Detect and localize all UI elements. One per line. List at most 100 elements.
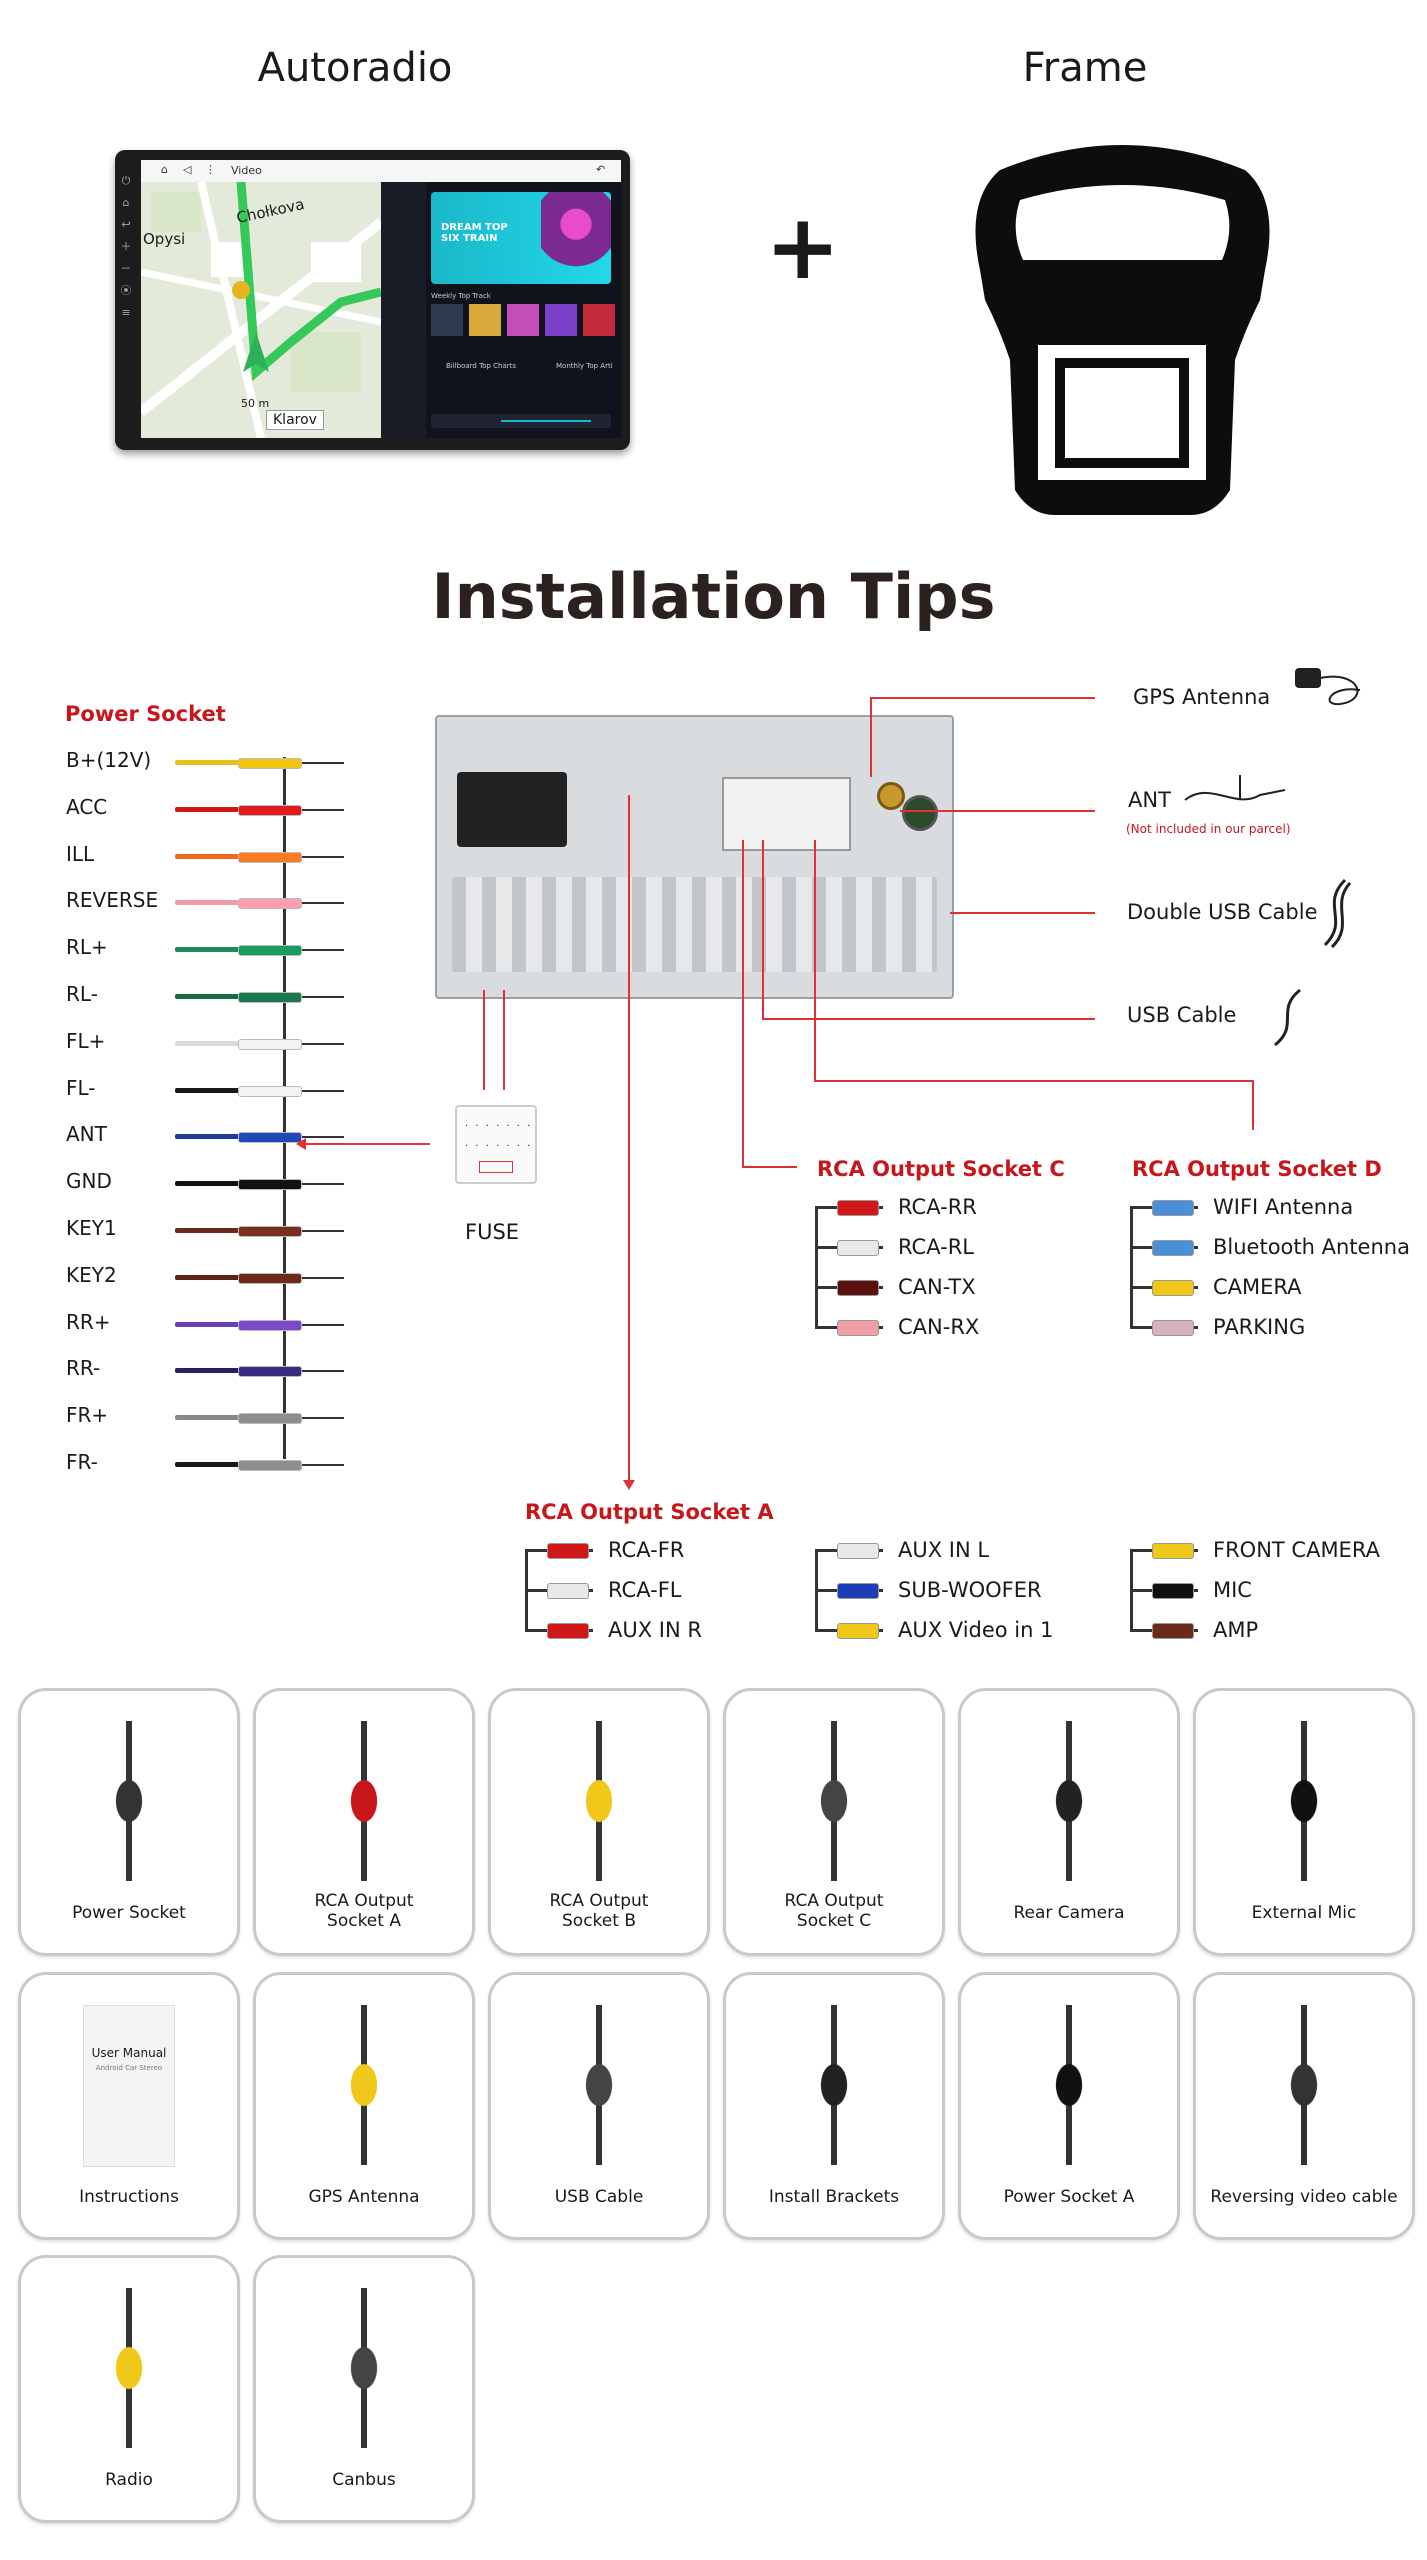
map-destination-chip: Klarov — [266, 410, 324, 430]
power-wire-label: KEY1 — [66, 1216, 117, 1240]
accessory-card: RCA Output Socket A — [253, 1688, 475, 1956]
accessory-label: RCA Output Socket C — [784, 1891, 884, 1931]
power-wire-tick — [302, 949, 344, 952]
power-wire-label: RL+ — [66, 935, 108, 960]
accessory-label: USB Cable — [554, 2187, 644, 2207]
line-c-v — [742, 840, 744, 1168]
socket-d-item-label: Bluetooth Antenna — [1213, 1235, 1410, 1259]
power-wire-label: FR+ — [66, 1403, 109, 1428]
accessory-image — [549, 1721, 649, 1881]
section-weekly: Weekly Top Track — [431, 292, 491, 300]
power-wire-label: GND — [66, 1169, 112, 1194]
power-wire-terminal — [238, 758, 302, 769]
back-icon: ◁ — [183, 163, 192, 176]
socket-c-item-label: RCA-RL — [898, 1235, 974, 1259]
autoradio-device: ⏻⌂↩＋－⦿≡ ⌂ ◁ ⋮ Video ↶ Chołkov — [115, 150, 630, 450]
accessory-image — [1254, 1721, 1354, 1881]
power-wire-label: RR- — [66, 1356, 101, 1381]
socket-a-item-label: MIC — [1213, 1578, 1252, 1602]
socket-a-item-plug — [547, 1543, 589, 1559]
accessory-image — [314, 2288, 414, 2448]
usb-cable-label: USB Cable — [1127, 1003, 1237, 1027]
map-area-label: Opysi — [143, 230, 186, 248]
socket-a-title: RCA Output Socket A — [525, 1500, 774, 1524]
socket-a-item-plug — [1152, 1583, 1194, 1599]
accessory-label: External Mic — [1251, 1903, 1357, 1923]
map-roads — [141, 181, 385, 438]
power-wire-terminal — [238, 804, 302, 816]
power-wire-tick — [302, 1276, 344, 1279]
power-wire-tick — [302, 1089, 344, 1092]
power-wire-tick — [302, 762, 344, 764]
accessory-card: Power Socket A — [958, 1972, 1180, 2240]
socket-a-item-plug — [547, 1583, 589, 1599]
socket-a-item-plug — [837, 1583, 879, 1599]
power-wire-label: FL- — [66, 1075, 96, 1100]
manual-subtitle: Android Car Stereo — [95, 2064, 163, 2072]
section-monthly: Monthly Top Arti — [556, 362, 613, 370]
power-wire-row: RR- — [60, 1346, 344, 1392]
accessory-image — [79, 2288, 179, 2448]
power-wire-label: REVERSE — [66, 888, 159, 913]
socket-d-item-plug — [1152, 1200, 1194, 1216]
accessory-card: Rear Camera — [958, 1688, 1180, 1956]
socket-a-item-label: RCA-FL — [608, 1578, 682, 1602]
usb-cable-icon — [1274, 988, 1301, 1047]
accessory-label: Rear Camera — [1013, 1903, 1125, 1923]
line-gps-h — [870, 697, 1095, 699]
accessory-label: Reversing video cable — [1210, 2187, 1398, 2207]
line-c-h — [742, 1166, 797, 1168]
line-d-h — [814, 1080, 1254, 1082]
power-wire-label: KEY2 — [66, 1262, 117, 1287]
power-wire-row: GND — [60, 1159, 344, 1205]
accessory-image — [1019, 1721, 1119, 1881]
accessory-card: USB Cable — [488, 1972, 710, 2240]
socket-c-item-plug — [837, 1280, 879, 1296]
map-distance-label: 50 m — [241, 397, 270, 410]
power-wire-terminal — [238, 1179, 302, 1191]
album-row — [431, 304, 616, 342]
socket-d-item-bus — [1130, 1207, 1133, 1327]
ant-cable-icon — [1184, 775, 1286, 801]
socket-c-title: RCA Output Socket C — [817, 1157, 1065, 1181]
socket-a-item-plug — [1152, 1543, 1194, 1559]
power-wire-terminal — [238, 992, 302, 1003]
fuse-box: · · · · · · · · · · · · · · — [455, 1105, 537, 1184]
accessory-image — [549, 2005, 649, 2165]
power-wire-tick — [302, 1042, 344, 1045]
power-wire-row: FL+ — [60, 1019, 344, 1065]
power-wire-terminal — [238, 1319, 302, 1331]
line-usb-h — [762, 1018, 1095, 1020]
power-wire-row: ACC — [60, 785, 344, 831]
gps-antenna-label: GPS Antenna — [1133, 685, 1271, 709]
accessory-card: Install Brackets — [723, 1972, 945, 2240]
accessory-label: Canbus — [332, 2470, 396, 2490]
device-screen: ⌂ ◁ ⋮ Video ↶ Chołkova Opysi 50 m — [141, 160, 621, 438]
power-socket-bus — [283, 757, 286, 1459]
double-usb-icon — [1323, 878, 1352, 949]
rca-connectors — [722, 777, 851, 851]
gps-port — [877, 782, 905, 810]
accessory-card: Radio — [18, 2255, 240, 2523]
device-side-buttons: ⏻⌂↩＋－⦿≡ — [120, 174, 132, 319]
socket-d-title: RCA Output Socket D — [1132, 1157, 1382, 1181]
accessory-card: RCA Output Socket B — [488, 1688, 710, 1956]
gps-antenna-icon — [1295, 668, 1361, 706]
section-billboard: Billboard Top Charts — [446, 362, 516, 370]
fuse-label: FUSE — [465, 1220, 520, 1244]
power-wire-tick — [302, 1417, 344, 1420]
plus-sign: + — [765, 195, 841, 300]
accessory-image — [314, 2005, 414, 2165]
line-d-drop — [1252, 1080, 1254, 1130]
accessory-card: Canbus — [253, 2255, 475, 2523]
return-icon: ↶ — [596, 163, 606, 176]
power-wire-tick — [302, 1464, 344, 1466]
home-icon: ⌂ — [161, 163, 168, 176]
power-wire-label: FR- — [66, 1450, 98, 1474]
frame-title: Frame — [1022, 45, 1148, 91]
iso-connector — [457, 772, 567, 847]
power-wire-tick — [302, 1183, 344, 1186]
autoradio-title: Autoradio — [257, 45, 453, 91]
power-wire-terminal — [238, 1038, 302, 1050]
